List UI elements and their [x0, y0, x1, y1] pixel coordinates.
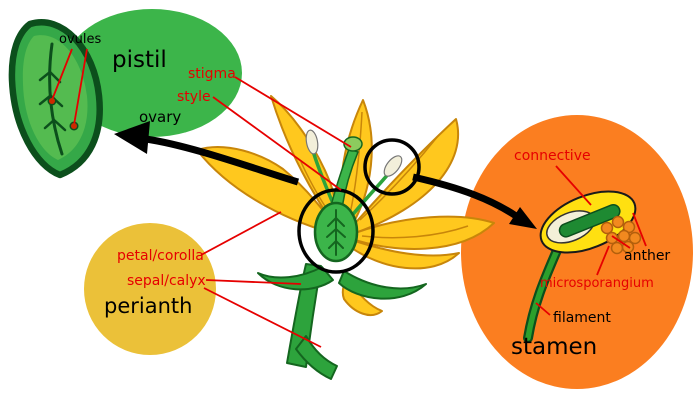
- label-connective: connective: [514, 148, 591, 164]
- leader-line-anther-1: [611, 235, 631, 249]
- label-ovules: ovules: [59, 32, 102, 47]
- leader-line-sepal: [205, 279, 302, 285]
- stamen-arrow-head: [509, 207, 537, 229]
- flower-stem-sepals: [257, 263, 427, 380]
- ovary-arrow-head: [114, 121, 150, 154]
- ovary-highlight-circle: [297, 188, 375, 274]
- leader-line-ovule-2: [73, 48, 88, 126]
- flower-pistil: [313, 136, 363, 263]
- leader-line-anther-2: [632, 212, 647, 247]
- label-anther: anther: [624, 248, 671, 264]
- leader-lines: [51, 48, 647, 348]
- microsporangium-dots: [600, 215, 642, 255]
- leader-line-style: [212, 96, 342, 191]
- leader-line-connective: [555, 165, 592, 206]
- ovary-arrow-shaft: [145, 135, 300, 186]
- flower-illustration: [196, 95, 495, 380]
- leader-line-microsporangium: [596, 245, 610, 276]
- callout-arrows: [114, 121, 537, 229]
- sepal-drawing: [338, 270, 427, 300]
- anther-highlight-circle: [363, 138, 421, 196]
- ovule-marker: [71, 123, 77, 129]
- label-perianth: perianth: [104, 294, 193, 318]
- label-petal-corolla: petal/corolla: [117, 248, 204, 264]
- ovule-marker: [49, 98, 55, 104]
- label-style: style: [177, 89, 211, 105]
- leader-line-filament: [535, 302, 551, 316]
- label-ovary: ovary: [139, 108, 182, 126]
- label-pistil: pistil: [112, 47, 167, 73]
- perianth-circle: [84, 223, 216, 355]
- label-microsporangium: microsporangium: [540, 276, 654, 291]
- stamen-arrow-shaft: [412, 173, 518, 219]
- label-stamen: stamen: [511, 334, 598, 360]
- label-filament: filament: [553, 310, 611, 326]
- label-sepal-calyx: sepal/calyx: [127, 273, 206, 289]
- leader-line-stigma: [234, 76, 352, 148]
- ovary-cross-section: [8, 19, 103, 179]
- pistil-blob: [62, 9, 242, 137]
- stamen-detail: [523, 190, 642, 343]
- leader-line-petal: [200, 211, 282, 256]
- anther-drawing: [539, 190, 637, 254]
- stigma-drawing: [343, 136, 363, 152]
- flower-stamens: [305, 129, 403, 221]
- label-stigma: stigma: [188, 66, 236, 82]
- leader-line-ovule-1: [51, 48, 73, 101]
- connective-drawing: [558, 203, 621, 238]
- leader-line-receptacle: [203, 287, 322, 348]
